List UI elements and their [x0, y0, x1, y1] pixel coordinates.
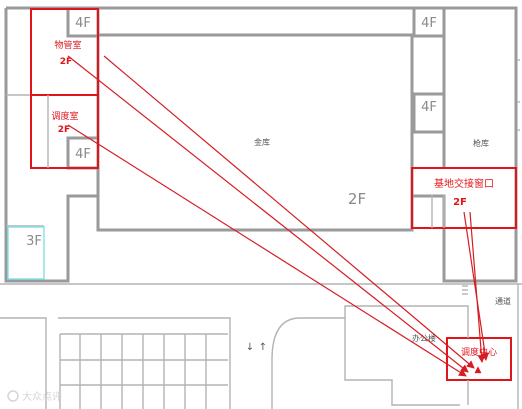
passage-label: 通道	[495, 296, 511, 306]
svg-text:↓: ↓	[246, 342, 254, 353]
warehouse-main-label: 金库	[254, 137, 270, 147]
floor-label-left-mid: 4F	[75, 147, 91, 162]
jiaojie-window-box[interactable]	[411, 167, 517, 229]
route-arrow-diaodu	[67, 124, 467, 377]
floor-label-left-top: 4F	[75, 16, 91, 31]
route-arrows	[67, 55, 489, 377]
dispatch-center-marker: ▲	[475, 365, 482, 375]
wuguan-room-name: 物管室	[54, 39, 81, 51]
route-arrow-jiaojie-2	[469, 211, 486, 363]
floor-label-main: 2F	[348, 190, 366, 208]
floor-3f-box	[7, 226, 45, 280]
watermark-text: 大众点评	[22, 390, 62, 403]
floor-label-right-top: 4F	[421, 16, 437, 31]
route-arrow-jiaojie	[463, 211, 489, 361]
diaodu-room-name: 调度室	[51, 110, 78, 122]
watermark: 大众点评	[7, 390, 62, 403]
dispatch-center-box[interactable]	[446, 337, 512, 381]
svg-text:↑: ↑	[259, 342, 267, 353]
lower-site: ↓ ↑	[0, 283, 522, 409]
floor-label-right-mid: 4F	[421, 100, 437, 115]
dispatch-center-name: 调度中心	[461, 346, 497, 358]
route-arrow-wuguan	[67, 55, 469, 373]
jiaojie-window-name: 基地交接窗口	[434, 177, 494, 190]
floor-label-3f: 3F	[26, 234, 42, 249]
wuguan-room-floor: 2F	[60, 57, 72, 67]
office-building-label: 办公楼	[412, 333, 436, 343]
route-arrow-wuguan-2	[103, 55, 475, 369]
warehouse-right-label: 枪库	[473, 138, 489, 148]
jiaojie-window-floor: 2F	[453, 197, 467, 208]
diaodu-room-box[interactable]	[30, 94, 99, 169]
diaodu-room-floor: 2F	[58, 125, 70, 135]
